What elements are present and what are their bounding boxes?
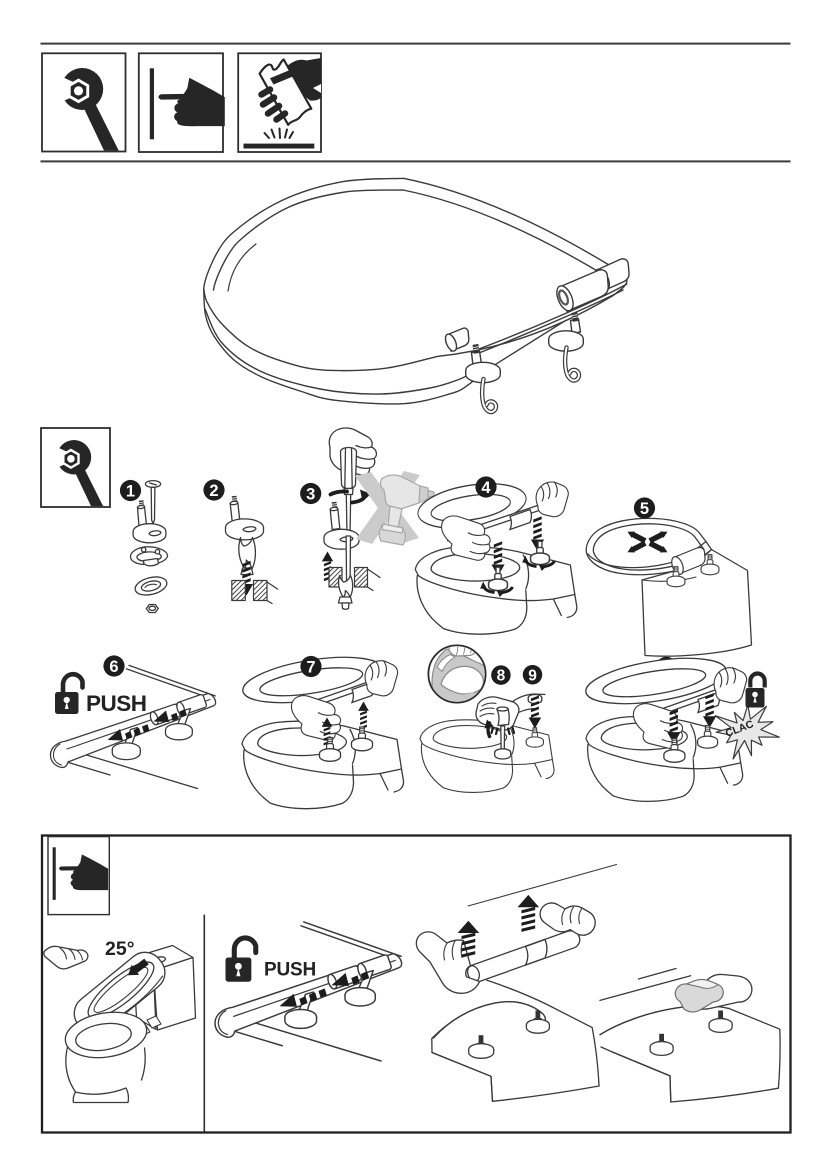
svg-text:4: 4 xyxy=(481,479,491,497)
svg-text:5: 5 xyxy=(640,500,649,518)
svg-text:3: 3 xyxy=(306,485,315,503)
svg-text:7: 7 xyxy=(306,658,315,676)
svg-text:9: 9 xyxy=(528,667,537,684)
svg-text:2: 2 xyxy=(209,482,218,500)
svg-text:8: 8 xyxy=(497,668,506,685)
svg-text:1: 1 xyxy=(126,482,135,500)
svg-text:PUSH: PUSH xyxy=(86,691,147,716)
svg-text:6: 6 xyxy=(109,658,118,676)
svg-text:25°: 25° xyxy=(105,938,135,960)
svg-text:PUSH: PUSH xyxy=(264,960,316,981)
